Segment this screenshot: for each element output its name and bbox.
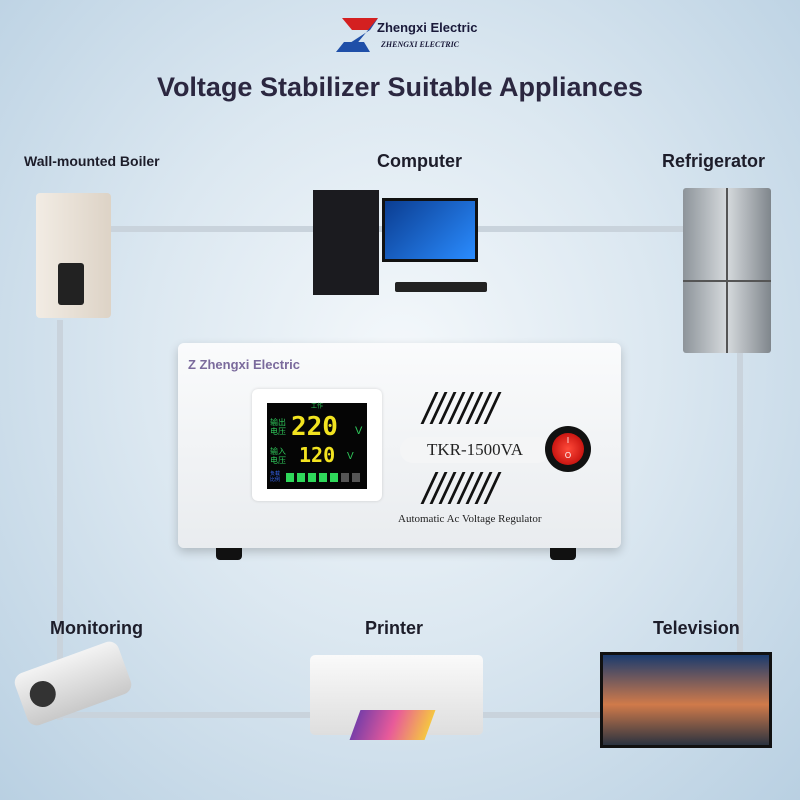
status-label: 工作 <box>311 404 324 410</box>
caption: Automatic Ac Voltage Regulator <box>398 513 542 525</box>
output-label: 输出电压 <box>270 418 286 436</box>
load-segment <box>352 473 360 482</box>
label-boiler: Wall-mounted Boiler <box>24 153 160 169</box>
load-segment <box>308 473 316 482</box>
connector-line <box>737 350 743 720</box>
printer-image <box>310 655 483 740</box>
label-computer: Computer <box>377 151 462 171</box>
boiler-image <box>36 193 111 318</box>
switch-off-mark: O <box>564 451 572 460</box>
label-printer: Printer <box>365 618 424 638</box>
label-television: Television <box>653 618 740 638</box>
load-bar <box>286 473 360 482</box>
switch-on-mark: I <box>566 436 570 445</box>
vent-bottom <box>420 472 502 504</box>
input-voltage: 120 <box>299 443 336 467</box>
brand-logo <box>336 18 378 52</box>
stabilizer-brand: Z Zhengxi Electric <box>188 357 300 372</box>
foot <box>550 548 576 560</box>
refrigerator-image <box>683 188 771 353</box>
input-label: 输入电压 <box>270 447 286 465</box>
output-voltage: 220 <box>291 412 338 442</box>
vent-top <box>420 392 502 424</box>
load-segment <box>341 473 349 482</box>
load-label: 负载比例 <box>270 471 281 483</box>
load-segment <box>286 473 294 482</box>
brand-name: Zhengxi Electric <box>377 20 478 35</box>
brand-subtitle: ZHENGXI ELECTRIC <box>381 40 460 49</box>
load-segment <box>319 473 327 482</box>
foot <box>216 548 242 560</box>
connector-line <box>57 320 63 720</box>
computer-monitor-image <box>382 198 478 262</box>
voltage-display: 工作 输出电压 220 V 输入电压 120 V 负载比例 <box>267 403 367 489</box>
page-title: Voltage Stabilizer Suitable Appliances <box>156 72 644 102</box>
label-refrigerator: Refrigerator <box>662 151 766 171</box>
computer-tower-image <box>313 190 379 295</box>
input-unit: V <box>347 451 354 462</box>
keyboard-image <box>395 282 487 292</box>
television-image <box>600 652 772 748</box>
model-label: TKR-1500VA <box>400 437 550 463</box>
load-segment <box>330 473 338 482</box>
load-segment <box>297 473 305 482</box>
output-unit: V <box>355 425 363 437</box>
label-monitoring: Monitoring <box>50 618 143 638</box>
